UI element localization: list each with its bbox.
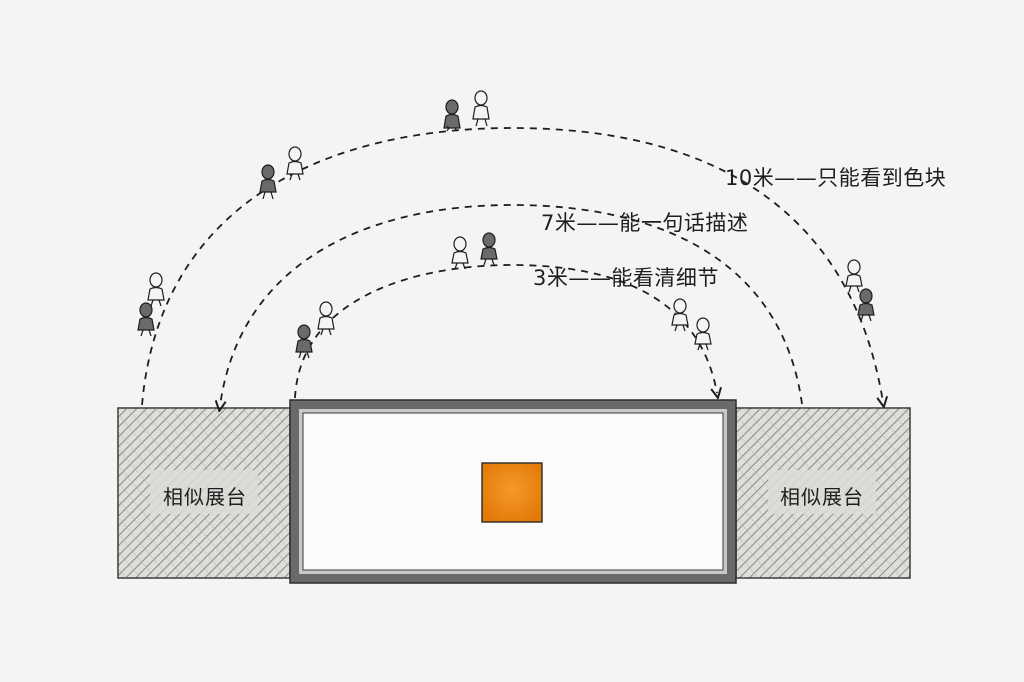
visitor-figure [671, 298, 689, 332]
label-10m: 10米——只能看到色块 [725, 166, 947, 190]
left-similar-booth [117, 407, 291, 579]
arc-7m [220, 204, 803, 406]
visitor-figure [451, 236, 469, 270]
left-booth-label: 相似展台 [163, 485, 247, 509]
visitor-figure [845, 259, 863, 293]
right-booth-label: 相似展台 [780, 485, 864, 509]
visitor-figure [286, 146, 304, 181]
visitor-figure [295, 324, 313, 359]
visitor-figure [443, 99, 461, 132]
visitor-figure [317, 301, 335, 336]
label-7m: 7米——能一句话描述 [541, 211, 749, 235]
label-3m: 3米——能看清细节 [533, 266, 719, 290]
visitor-figures [137, 90, 875, 359]
visitor-figure [472, 90, 490, 127]
visitor-figure [857, 288, 875, 322]
artwork-color-block [481, 462, 543, 523]
visitor-figure [694, 317, 712, 351]
visitor-figure [480, 232, 498, 266]
visitor-figure [137, 302, 155, 337]
visitor-figure [147, 272, 165, 307]
right-similar-booth [735, 407, 911, 579]
visitor-figure [259, 164, 277, 200]
arc-10m [141, 127, 883, 405]
